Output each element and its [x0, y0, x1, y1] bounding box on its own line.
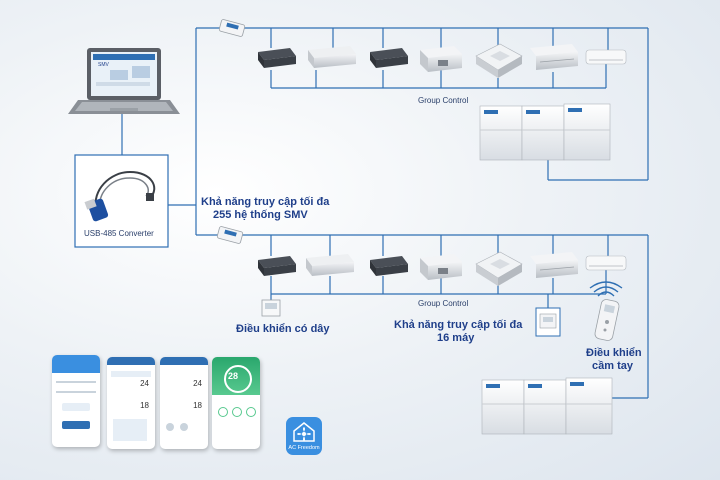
access-255-line1: Khả năng truy cập tối đa: [201, 196, 330, 208]
wired-controller-icon: [535, 307, 561, 337]
access-255-line2: 255 hệ thống SMV: [213, 209, 308, 221]
indoor-unit-floor-ceiling-icon: [530, 44, 578, 70]
indoor-unit-high-static-duct-icon: [420, 254, 462, 280]
usb-converter-icon: [84, 170, 156, 222]
indoor-unit-dark-duct-icon: [370, 48, 408, 68]
phone-screen-2: 24 18: [107, 357, 155, 449]
outdoor-unit-icon: [521, 105, 565, 161]
wiring: [121, 27, 649, 399]
wired-control-label: Điều khiển có dây: [236, 323, 330, 335]
wired-controller-icon: [261, 299, 281, 317]
temp-value: 24: [193, 379, 202, 388]
remote-label-line1: Điều khiển: [586, 347, 642, 359]
indoor-unit-cassette-icon: [475, 251, 523, 286]
phone-screen-3: 24 18: [160, 357, 208, 449]
group-control-label-bottom: Group Control: [418, 299, 469, 308]
laptop-screen-text: SMV: [98, 62, 110, 68]
indoor-unit-slim-duct-icon: [308, 46, 356, 68]
indoor-unit-cassette-icon: [475, 43, 523, 78]
network-adapter-icon: [218, 19, 246, 37]
indoor-unit-wall-mounted-icon: [585, 49, 627, 65]
access-16-line1: Khả năng truy cập tối đa: [394, 319, 523, 331]
app-name: AC Freedom: [288, 445, 320, 451]
indoor-unit-high-static-duct-icon: [420, 46, 462, 72]
phone-screen-4: 28: [212, 357, 260, 449]
wifi-signal-icon: [589, 281, 623, 297]
indoor-unit-dark-duct-icon: [258, 256, 296, 276]
group-control-label-top: Group Control: [418, 96, 469, 105]
temp-value: 24: [140, 379, 149, 388]
indoor-unit-dark-duct-icon: [258, 48, 296, 68]
remote-control-icon: [594, 299, 620, 341]
outdoor-unit-icon: [565, 377, 613, 435]
outdoor-unit-icon: [563, 103, 611, 161]
phone-screen-1: [52, 355, 100, 447]
remote-label-line2: cầm tay: [592, 360, 633, 372]
laptop-icon: [68, 48, 180, 114]
outdoor-unit-icon: [481, 379, 525, 435]
converter-label: USB-485 Converter: [84, 229, 154, 238]
temp-value: 18: [193, 401, 202, 410]
outdoor-unit-icon: [523, 379, 567, 435]
app-icon: AC Freedom: [286, 417, 322, 455]
temp-value: 18: [140, 401, 149, 410]
indoor-unit-floor-ceiling-icon: [530, 252, 578, 278]
indoor-unit-wall-mounted-icon: [585, 255, 627, 271]
fan-house-icon: [293, 422, 315, 442]
network-adapter-icon: [216, 226, 244, 244]
indoor-unit-dark-duct-icon: [370, 256, 408, 276]
temp-value: 28: [228, 371, 239, 381]
access-16-line2: 16 máy: [437, 332, 475, 344]
indoor-unit-slim-duct-icon: [306, 254, 354, 276]
outdoor-unit-icon: [479, 105, 523, 161]
